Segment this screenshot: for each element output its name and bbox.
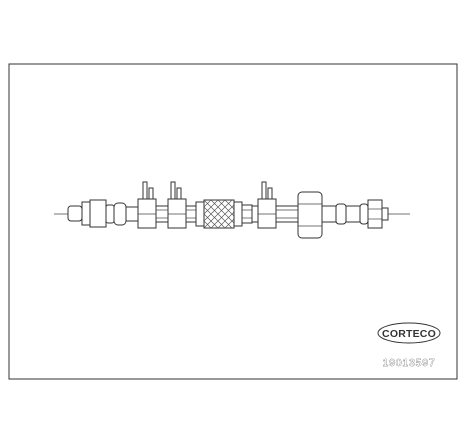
braided-sleeve (203, 199, 235, 229)
part-number: 19013597 (382, 357, 435, 369)
drawing-frame (8, 63, 458, 380)
hex-nut (297, 191, 337, 239)
mounting-bracket-3 (257, 181, 277, 229)
corteco-logo: CORTECO (377, 322, 441, 344)
mounting-bracket-1 (137, 181, 157, 229)
mounting-bracket-2 (167, 181, 187, 229)
hose-section-2 (185, 201, 205, 227)
hose-collar (233, 201, 253, 227)
right-fitting (335, 199, 389, 229)
left-fitting (67, 199, 139, 228)
brake-hose (54, 181, 410, 239)
logo-ellipse (377, 322, 441, 344)
logo-text: CORTECO (382, 328, 436, 340)
